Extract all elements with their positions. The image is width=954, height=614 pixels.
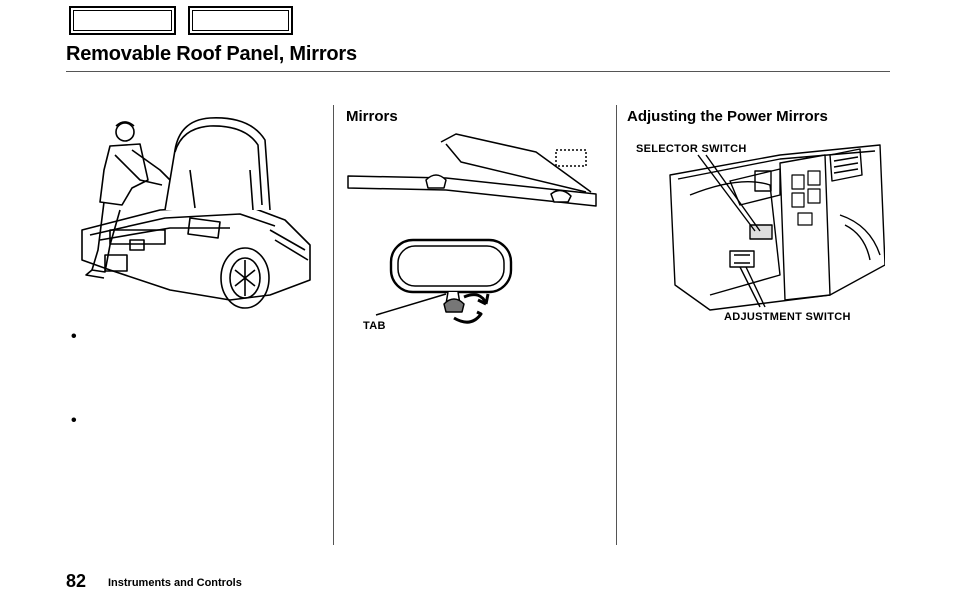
power-mirrors-heading: Adjusting the Power Mirrors xyxy=(627,108,828,125)
page-title: Removable Roof Panel, Mirrors xyxy=(66,43,357,65)
trunk-illustration xyxy=(81,117,311,309)
adjustment-switch-label: ADJUSTMENT SWITCH xyxy=(724,311,851,323)
column-divider xyxy=(616,105,617,545)
title-divider xyxy=(66,71,890,72)
mirror-switch-illustration xyxy=(669,144,885,311)
rearview-mirror-illustration xyxy=(347,133,597,324)
selector-switch-label: SELECTOR SWITCH xyxy=(636,143,747,155)
page-number: 82 xyxy=(66,571,87,591)
list-bullet: • xyxy=(71,328,77,345)
previous-page-button[interactable] xyxy=(69,6,176,35)
mirrors-heading: Mirrors xyxy=(346,108,398,125)
section-name: Instruments and Controls xyxy=(108,577,242,589)
column-divider xyxy=(333,105,334,545)
next-page-button[interactable] xyxy=(188,6,293,35)
tab-label: TAB xyxy=(363,320,386,332)
list-bullet: • xyxy=(71,412,77,429)
